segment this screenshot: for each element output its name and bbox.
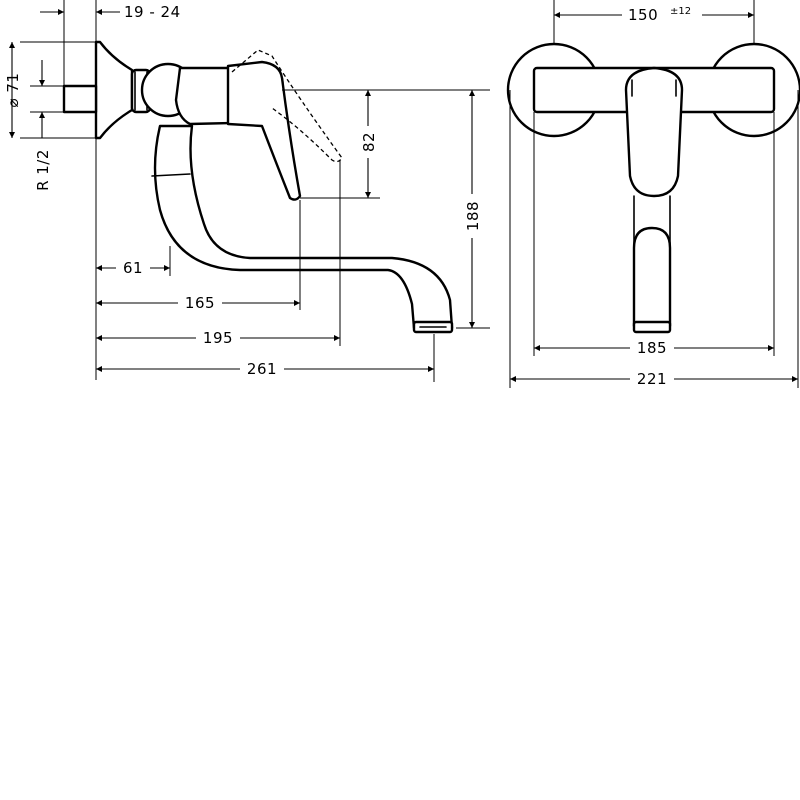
spout-front [632,226,672,328]
dim-flange-diameter: ⌀ 71 [4,73,22,108]
lever-raised-dashed [231,49,343,163]
aerator-front [632,320,672,334]
thread-connector [62,84,98,114]
lever-handle-front [624,66,684,198]
side-view: 19 - 24 ⌀ 71 R 1/2 82 188 61 165 195 261 [4,0,490,382]
dim-centres-tolerance: ±12 [670,6,691,17]
dim-wall-offset: 19 - 24 [124,3,181,21]
dim-wall-to-body: 61 [123,259,143,277]
spout [153,124,454,330]
dim-lever-max-reach: 195 [203,329,233,347]
wall-flange [94,40,134,140]
front-view: 150 ±12 185 221 [506,0,800,388]
dim-connection-thread: R 1/2 [34,149,52,191]
lever-handle [226,60,302,201]
dim-lever-reach: 165 [185,294,215,312]
dim-body-width: 185 [637,339,667,357]
dim-centres: 150 [628,6,658,24]
dim-spout-reach: 261 [247,360,277,378]
dim-total-width: 221 [637,370,667,388]
dim-spout-height: 82 [360,132,378,152]
dim-total-height: 188 [464,201,482,231]
